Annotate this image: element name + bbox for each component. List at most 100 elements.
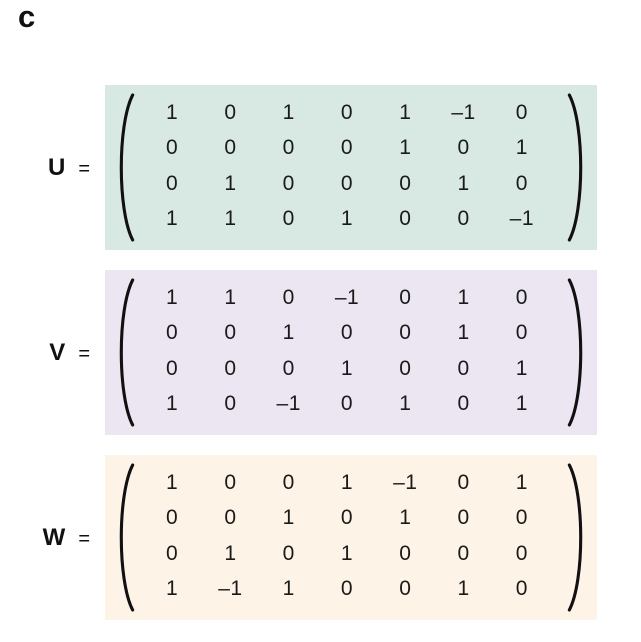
matrix-name: V xyxy=(49,338,66,366)
matrix-W-cell-r1c3: 0 xyxy=(282,471,295,495)
matrix-V-cell-r3c2: 0 xyxy=(224,356,237,380)
matrix-W-cell-r1c6: 0 xyxy=(457,471,470,495)
matrix-W-cell-r1c1: 1 xyxy=(166,471,179,495)
matrix-V-cell-r3c1: 0 xyxy=(166,356,179,380)
matrix-U-cell-r1c3: 1 xyxy=(282,101,295,125)
matrix-V-cell-r3c7: 1 xyxy=(515,356,528,380)
matrix-W-cell-r2c1: 0 xyxy=(166,506,179,530)
matrix-U-cell-r3c6: 1 xyxy=(457,171,470,195)
right-parenthesis-icon xyxy=(565,92,591,243)
matrix-W-cell-r3c5: 0 xyxy=(399,541,412,565)
matrix-V-cell-r3c5: 0 xyxy=(399,356,412,380)
matrix-W-cell-r2c2: 0 xyxy=(224,506,237,530)
matrix-W-cell-r2c4: 0 xyxy=(340,506,354,530)
matrix-U-cell-r1c2: 0 xyxy=(224,101,237,125)
matrix-W-cell-r2c7: 0 xyxy=(515,506,528,530)
matrix-U-cell-r2c4: 0 xyxy=(340,136,354,160)
matrix-V-cell-r2c5: 0 xyxy=(399,321,412,345)
matrix-U-cell-r2c6: 0 xyxy=(457,136,470,160)
matrix-W-cell-r4c1: 1 xyxy=(166,576,179,600)
left-parenthesis-icon xyxy=(111,462,137,613)
matrix-W-cell-r4c6: 1 xyxy=(457,576,470,600)
right-parenthesis-icon xyxy=(565,277,591,428)
matrix-W-cell-r1c2: 0 xyxy=(224,471,237,495)
left-parenthesis-icon xyxy=(111,277,137,428)
matrix-V-cell-r4c1: 1 xyxy=(166,391,179,415)
matrix-W-cell-r4c4: 0 xyxy=(340,576,354,600)
matrix-W-cell-r2c5: 1 xyxy=(399,506,412,530)
matrix-U-cell-r4c7: –1 xyxy=(509,206,535,230)
panel-label: c xyxy=(18,0,36,34)
equals-sign: = xyxy=(78,527,90,550)
matrix-W-cell-r1c5: –1 xyxy=(393,471,418,495)
left-parenthesis-icon xyxy=(111,92,137,243)
matrix-V-cell-r3c3: 0 xyxy=(282,356,295,380)
matrix-V-cell-r1c5: 0 xyxy=(399,286,412,310)
matrix-V-cell-r4c2: 0 xyxy=(224,391,237,415)
matrix-W-cell-r3c2: 1 xyxy=(224,541,237,565)
matrix-W-cell-r2c6: 0 xyxy=(457,506,470,530)
matrix-U-cell-r3c4: 0 xyxy=(340,171,354,195)
matrix-U-cell-r4c6: 0 xyxy=(457,206,470,230)
matrix-W-cell-r3c1: 0 xyxy=(166,541,179,565)
matrix-U-cell-r3c3: 0 xyxy=(282,171,295,195)
matrix-U-cell-r2c7: 1 xyxy=(515,136,528,160)
matrix-name: U xyxy=(47,153,66,181)
matrix-U-cell-r4c2: 1 xyxy=(224,206,237,230)
matrix-W-cell-r4c5: 0 xyxy=(399,576,412,600)
matrix-U-cell-r1c5: 1 xyxy=(399,101,412,125)
matrix-W-cell-r4c2: –1 xyxy=(218,576,243,600)
matrix-V-cell-r4c7: 1 xyxy=(515,391,528,415)
matrix-V-cell-r2c7: 0 xyxy=(515,321,528,345)
matrix-U-cell-r3c1: 0 xyxy=(166,171,179,195)
matrix-V-cell-r1c4: –1 xyxy=(334,286,360,310)
matrix-U-cell-r4c1: 1 xyxy=(166,206,179,230)
matrix-W-cell-r3c7: 0 xyxy=(515,541,528,565)
matrix-W-cell-r1c7: 1 xyxy=(515,471,528,495)
matrix-W-cell-r3c4: 1 xyxy=(340,541,354,565)
matrix-label: U = xyxy=(0,153,105,181)
matrix-V-cell-r1c6: 1 xyxy=(457,286,470,310)
matrix-V-cell-r4c4: 0 xyxy=(340,391,354,415)
matrix-V-cell-r2c1: 0 xyxy=(166,321,179,345)
matrix-label: V = xyxy=(0,338,105,366)
matrix-V-cell-r1c2: 1 xyxy=(224,286,237,310)
matrix-V-cell-r2c3: 1 xyxy=(282,321,295,345)
matrix-W-cell-r3c3: 0 xyxy=(282,541,295,565)
matrix-V-cell-r1c1: 1 xyxy=(166,286,179,310)
matrix-V-cell-r2c6: 1 xyxy=(457,321,470,345)
matrix-U-cell-r2c3: 0 xyxy=(282,136,295,160)
matrix-U-cell-r3c5: 0 xyxy=(399,171,412,195)
matrix-V-cell-r3c6: 0 xyxy=(457,356,470,380)
matrix-V-cell-r4c5: 1 xyxy=(399,391,412,415)
matrix-U-cell-r3c2: 1 xyxy=(224,171,237,195)
matrix-U-cell-r1c6: –1 xyxy=(451,101,476,125)
matrix-W-cell-r4c7: 0 xyxy=(515,576,528,600)
matrix-U-cell-r4c5: 0 xyxy=(399,206,412,230)
matrix-label: W = xyxy=(0,523,105,551)
matrix-U-cell-r1c1: 1 xyxy=(166,101,179,125)
matrix-name: W xyxy=(42,523,66,551)
equals-sign: = xyxy=(78,342,90,365)
equals-sign: = xyxy=(78,157,90,180)
matrix-V-cell-r2c2: 0 xyxy=(224,321,237,345)
matrix-W-cell-r1c4: 1 xyxy=(340,471,354,495)
right-parenthesis-icon xyxy=(565,462,591,613)
matrix-V-cell-r1c3: 0 xyxy=(282,286,295,310)
matrix-U-cell-r2c2: 0 xyxy=(224,136,237,160)
matrix-U-cell-r3c7: 0 xyxy=(515,171,528,195)
matrix-V-cell-r2c4: 0 xyxy=(340,321,354,345)
matrix-V-cell-r4c3: –1 xyxy=(276,391,301,415)
matrix-W-cell-r2c3: 1 xyxy=(282,506,295,530)
matrix-U-cell-r1c7: 0 xyxy=(515,101,528,125)
matrix-W-cell-r3c6: 0 xyxy=(457,541,470,565)
